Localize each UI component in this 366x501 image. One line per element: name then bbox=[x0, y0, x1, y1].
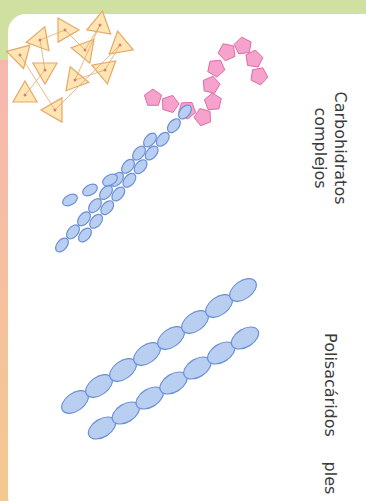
large-oval-unit bbox=[228, 322, 263, 353]
pentagon-unit bbox=[194, 109, 211, 126]
pentagon-unit bbox=[163, 95, 179, 112]
bond-dot bbox=[19, 54, 22, 57]
bond-dot bbox=[119, 44, 122, 47]
bond-line bbox=[40, 40, 45, 70]
triangle-unit bbox=[109, 31, 133, 54]
bond-dot bbox=[24, 94, 27, 97]
bond-dot bbox=[54, 109, 57, 112]
bond-dot bbox=[64, 29, 67, 32]
caption-label: Carbohidratos complejos bbox=[310, 83, 350, 213]
pentagon-unit bbox=[208, 60, 225, 77]
small-oval-unit bbox=[61, 192, 80, 209]
pentagon-unit bbox=[204, 93, 221, 110]
pentagon-unit bbox=[144, 89, 161, 105]
pentagon-unit bbox=[218, 44, 235, 61]
small-oval-unit bbox=[101, 172, 120, 189]
bond-dot bbox=[104, 69, 107, 72]
triangle-unit bbox=[41, 98, 62, 122]
bond-dot bbox=[99, 24, 102, 27]
bond-line bbox=[85, 25, 100, 50]
pentagon-unit bbox=[234, 37, 251, 54]
small-oval-unit bbox=[76, 226, 94, 245]
pentagon-unit bbox=[246, 50, 263, 67]
small-oval-unit bbox=[132, 157, 150, 176]
bond-line bbox=[55, 45, 120, 110]
caption-label: Polisacáridos bbox=[320, 333, 340, 437]
small-oval-unit bbox=[120, 171, 138, 190]
bond-line bbox=[65, 30, 85, 50]
triangle-unit bbox=[87, 11, 111, 34]
bond-dot bbox=[84, 49, 87, 52]
small-oval-unit bbox=[81, 182, 100, 199]
small-oval-unit bbox=[143, 144, 161, 163]
pentagon-unit bbox=[251, 68, 268, 85]
bond-line bbox=[25, 70, 45, 95]
caption-label: ples bbox=[320, 462, 340, 495]
bond-dot bbox=[74, 79, 77, 82]
pentagon-unit bbox=[203, 76, 220, 93]
large-oval-unit bbox=[226, 274, 261, 306]
bond-dot bbox=[39, 39, 42, 42]
small-oval-unit bbox=[176, 103, 194, 122]
bond-line bbox=[75, 25, 100, 80]
bond-line bbox=[40, 30, 65, 40]
small-oval-unit bbox=[109, 185, 127, 204]
triangle-unit bbox=[71, 39, 94, 63]
small-oval-unit bbox=[98, 198, 116, 217]
bond-line bbox=[20, 55, 55, 110]
triangle-unit bbox=[58, 18, 79, 42]
small-oval-unit bbox=[165, 116, 183, 135]
triangle-unit bbox=[92, 61, 116, 84]
bond-dot bbox=[44, 69, 47, 72]
